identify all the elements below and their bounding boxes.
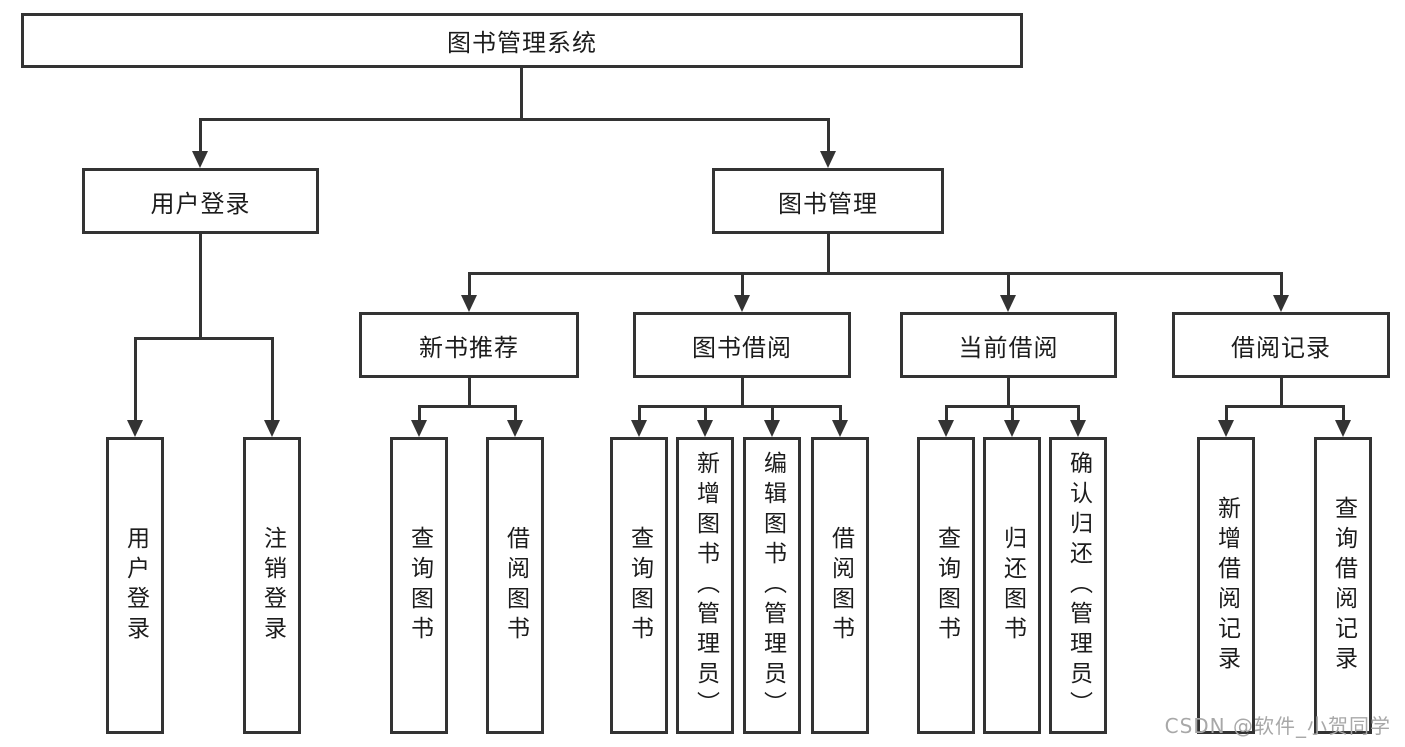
- connector: [468, 272, 471, 298]
- node-label: 借阅图书: [502, 525, 529, 646]
- connector: [741, 272, 744, 298]
- leaf-query-borrow-record: 查询借阅记录: [1314, 437, 1372, 734]
- node-new-book-recommend: 新书推荐: [359, 312, 579, 378]
- connector: [827, 118, 830, 154]
- node-label: 图书借阅: [692, 333, 792, 362]
- connector: [638, 405, 842, 408]
- node-label: 查询图书: [933, 525, 960, 646]
- node-label: 当前借阅: [958, 333, 1059, 362]
- arrow-down-icon: [192, 151, 208, 168]
- arrow-down-icon: [264, 420, 280, 437]
- connector: [771, 405, 774, 423]
- node-label: 用户登录: [122, 525, 149, 646]
- leaf-query-books-borrow: 查询图书: [610, 437, 668, 734]
- node-label: 用户登录: [150, 189, 251, 218]
- arrow-down-icon: [832, 420, 848, 437]
- arrow-down-icon: [1004, 420, 1020, 437]
- arrow-down-icon: [697, 420, 713, 437]
- node-label: 图书管理系统: [447, 29, 597, 57]
- arrow-down-icon: [631, 420, 647, 437]
- node-label: 查询图书: [626, 525, 653, 646]
- node-label: 新增图书（管理员）: [692, 450, 719, 721]
- leaf-add-borrow-record: 新增借阅记录: [1197, 437, 1255, 734]
- leaf-add-books-admin: 新增图书（管理员）: [676, 437, 734, 734]
- connector: [520, 68, 523, 121]
- node-label: 新书推荐: [419, 333, 519, 362]
- node-label: 确认归还（管理员）: [1065, 450, 1092, 721]
- connector: [839, 405, 842, 423]
- node-label: 查询借阅记录: [1330, 495, 1357, 676]
- leaf-logout: 注销登录: [243, 437, 301, 734]
- connector: [827, 234, 830, 275]
- node-label: 借阅图书: [827, 525, 854, 646]
- connector: [945, 405, 948, 423]
- arrow-down-icon: [507, 420, 523, 437]
- arrow-down-icon: [938, 420, 954, 437]
- node-book-borrow: 图书借阅: [633, 312, 851, 378]
- connector: [199, 118, 202, 154]
- arrow-down-icon: [734, 295, 750, 312]
- connector: [199, 118, 830, 121]
- leaf-confirm-return-admin: 确认归还（管理员）: [1049, 437, 1107, 734]
- connector: [134, 337, 274, 340]
- arrow-down-icon: [461, 295, 477, 312]
- node-book-management: 图书管理: [712, 168, 944, 234]
- leaf-edit-books-admin: 编辑图书（管理员）: [743, 437, 801, 734]
- node-label: 新增借阅记录: [1213, 495, 1240, 676]
- leaf-borrow-books-recommend: 借阅图书: [486, 437, 544, 734]
- connector: [468, 378, 471, 408]
- arrow-down-icon: [411, 420, 427, 437]
- connector: [514, 405, 517, 423]
- node-label: 编辑图书（管理员）: [759, 450, 786, 721]
- connector: [134, 337, 137, 423]
- node-borrow-records: 借阅记录: [1172, 312, 1390, 378]
- arrow-down-icon: [1273, 295, 1289, 312]
- connector: [1011, 405, 1014, 423]
- arrow-down-icon: [1335, 420, 1351, 437]
- leaf-borrow-books: 借阅图书: [811, 437, 869, 734]
- node-label: 查询图书: [406, 525, 433, 646]
- connector: [638, 405, 641, 423]
- leaf-query-books-recommend: 查询图书: [390, 437, 448, 734]
- leaf-return-books: 归还图书: [983, 437, 1041, 734]
- connector: [1225, 405, 1228, 423]
- arrow-down-icon: [820, 151, 836, 168]
- connector: [468, 272, 1283, 275]
- node-label: 归还图书: [999, 525, 1026, 646]
- leaf-user-login: 用户登录: [106, 437, 164, 734]
- connector: [1280, 378, 1283, 408]
- connector: [418, 405, 421, 423]
- arrow-down-icon: [1070, 420, 1086, 437]
- connector: [1225, 405, 1345, 408]
- node-current-borrow: 当前借阅: [900, 312, 1117, 378]
- connector: [418, 405, 517, 408]
- connector: [1007, 378, 1010, 408]
- arrow-down-icon: [1218, 420, 1234, 437]
- node-library-system: 图书管理系统: [21, 13, 1023, 68]
- arrow-down-icon: [127, 420, 143, 437]
- connector: [1077, 405, 1080, 423]
- connector: [741, 378, 744, 408]
- connector: [1007, 272, 1010, 298]
- connector: [1280, 272, 1283, 298]
- node-user-login: 用户登录: [82, 168, 319, 234]
- arrow-down-icon: [1000, 295, 1016, 312]
- connector: [271, 337, 274, 423]
- connector: [199, 234, 202, 340]
- watermark: CSDN @软件_小贺同学: [1164, 714, 1391, 738]
- node-label: 注销登录: [259, 525, 286, 646]
- connector: [1342, 405, 1345, 423]
- leaf-query-books-current: 查询图书: [917, 437, 975, 734]
- node-label: 借阅记录: [1231, 333, 1331, 362]
- node-label: 图书管理: [778, 189, 878, 218]
- arrow-down-icon: [764, 420, 780, 437]
- connector: [704, 405, 707, 423]
